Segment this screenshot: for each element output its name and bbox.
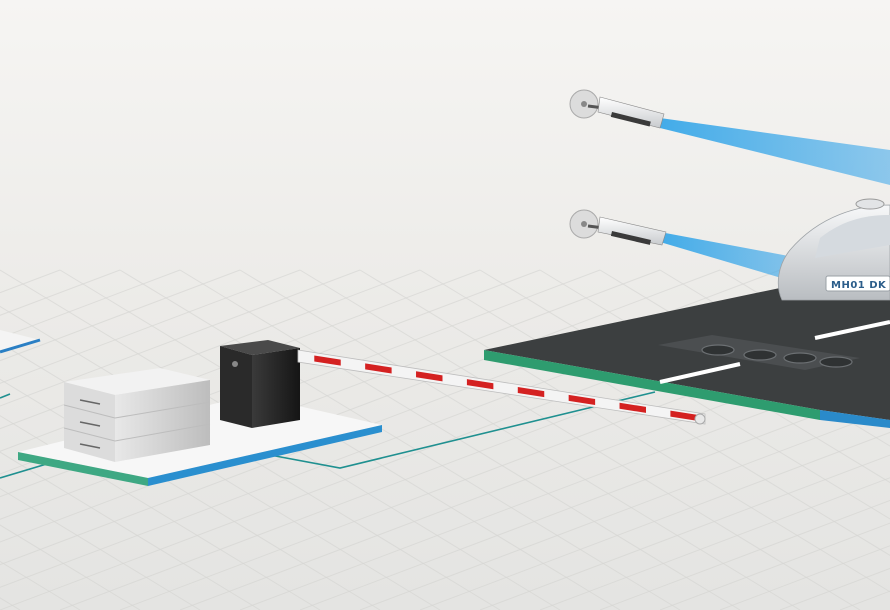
barrier-gate — [220, 340, 300, 428]
parking-pad — [484, 288, 890, 428]
license-plate-text: MH01 DK 13 — [831, 280, 890, 291]
vehicle: MH01 DK 13 — [777, 198, 890, 301]
left-platform — [0, 330, 41, 354]
camera-beams — [660, 118, 890, 285]
barrier-stripe — [466, 379, 494, 390]
barrier-stripe — [314, 355, 341, 366]
camera-top — [569, 89, 665, 129]
barrier-stripe — [416, 371, 443, 382]
barrier-stripe — [619, 402, 646, 413]
barrier-arm — [297, 349, 706, 425]
license-plate — [825, 275, 890, 292]
barrier-stripe — [670, 410, 697, 421]
control-cabinet — [63, 368, 211, 462]
camera-bottom — [569, 209, 667, 246]
barrier-stripe — [568, 394, 596, 405]
barrier-stripe — [365, 363, 392, 374]
barrier-stripe — [517, 387, 545, 398]
